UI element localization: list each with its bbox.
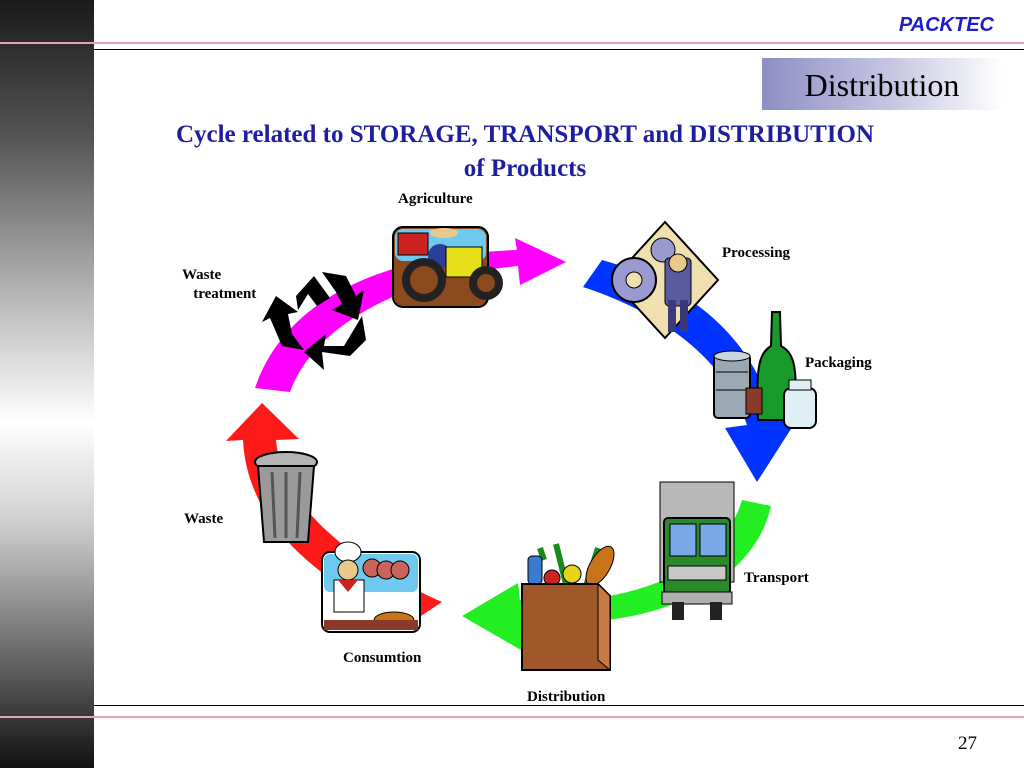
label-consumption: Consumtion — [343, 650, 422, 666]
trash-can-icon — [254, 451, 318, 543]
page-title-line-2: of Products — [463, 155, 587, 182]
packaging-containers-icon — [713, 311, 817, 429]
label-waste: Waste — [184, 511, 224, 527]
label-transport: Transport — [744, 570, 809, 586]
processing-arrow — [583, 260, 798, 482]
chef-icon — [321, 541, 421, 633]
grocery-bag-icon — [521, 543, 615, 672]
label-processing: Processing — [722, 245, 791, 261]
page-title-line-1: Cycle related to STORAGE, TRANSPORT and … — [175, 121, 875, 148]
label-packaging: Packaging — [805, 355, 872, 371]
gears-worker-icon — [610, 220, 720, 340]
recycle-icon — [262, 272, 366, 370]
section-title: Distribution — [804, 67, 960, 103]
footer-rule-pink — [0, 716, 1024, 718]
page-number: 27 — [958, 733, 977, 754]
tractor-icon — [392, 226, 503, 308]
label-waste-treatment: Waste treatment — [182, 267, 257, 302]
sidebar-gradient — [0, 0, 94, 768]
truck-icon — [659, 481, 735, 620]
brand-logo-text: PACKTEC — [898, 14, 994, 36]
section-title-box — [762, 58, 1004, 110]
header-rule-pink — [0, 42, 1024, 44]
header-rule-dark — [94, 49, 1024, 50]
footer-rule-dark — [94, 705, 1024, 706]
label-agriculture: Agriculture — [398, 191, 473, 207]
page-title: Cycle related to STORAGE, TRANSPORT and … — [110, 118, 940, 186]
label-distribution: Distribution — [527, 689, 606, 705]
